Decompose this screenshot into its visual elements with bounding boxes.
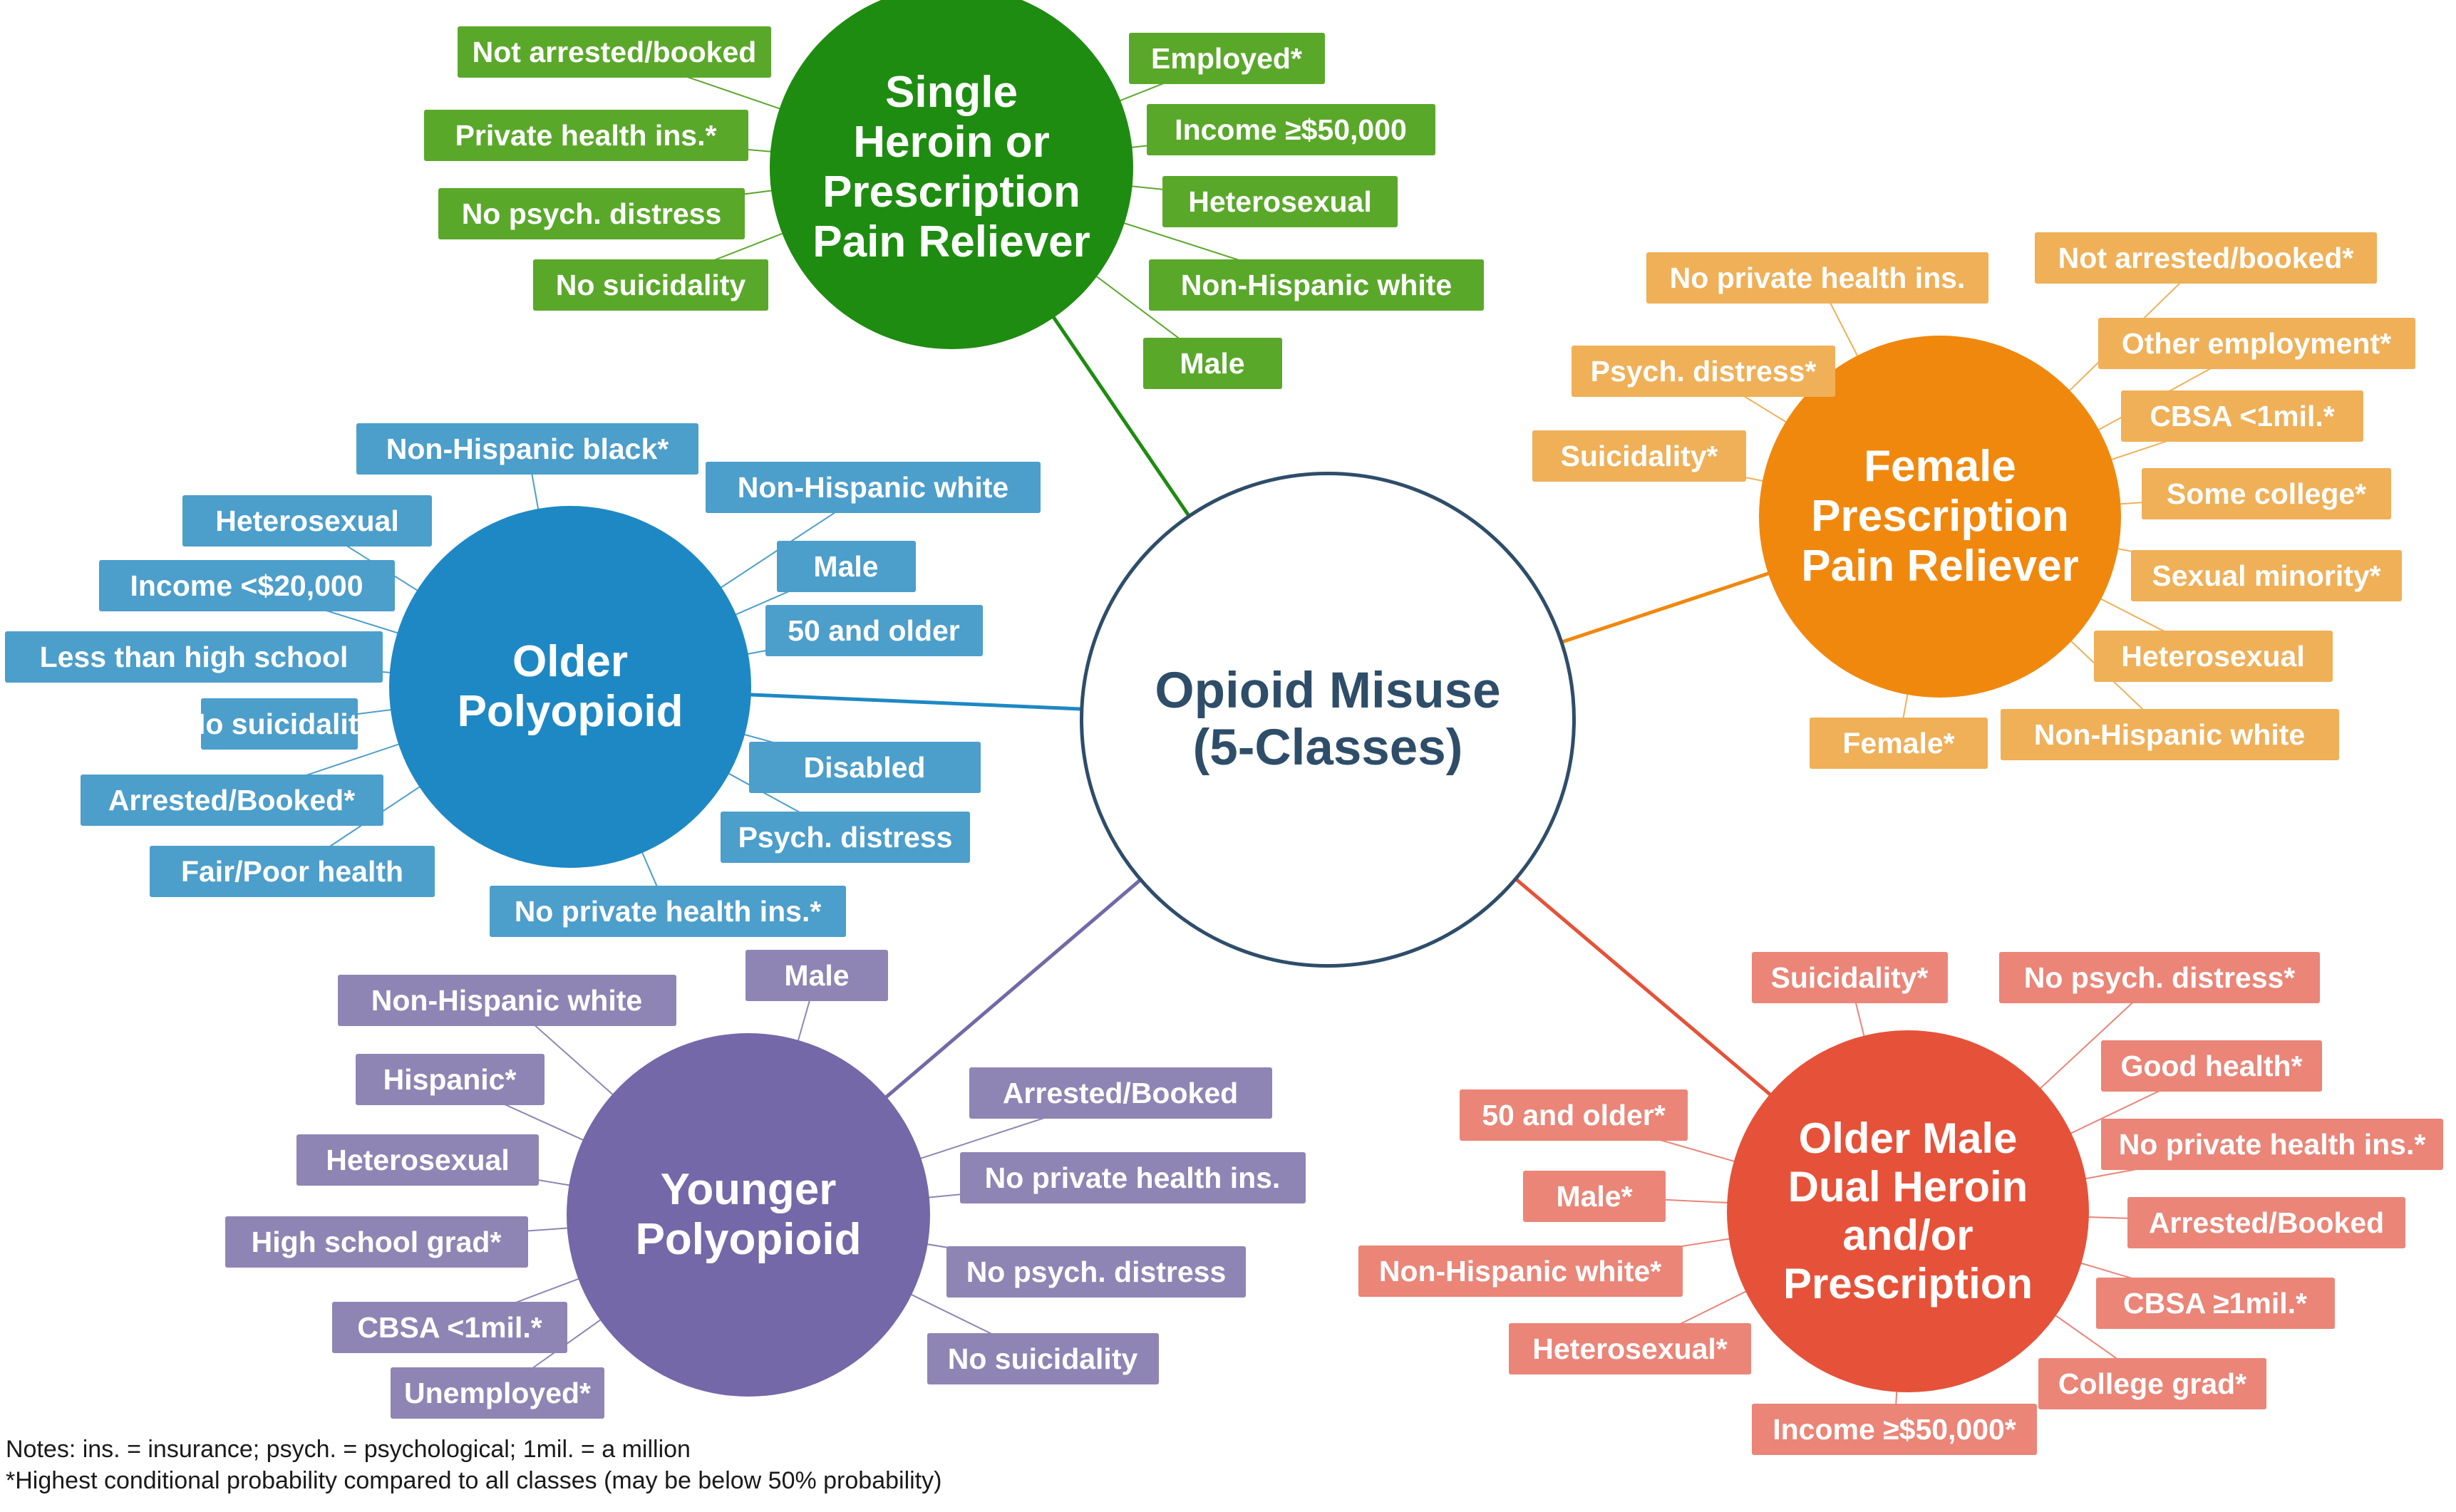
attribute-tag-younger-poly: High school grad* xyxy=(225,1216,528,1268)
attribute-tag-single: Private health ins.* xyxy=(423,110,748,161)
attribute-tag-younger-poly: Male xyxy=(745,950,888,1001)
attribute-tag-older-poly: Non-Hispanic black* xyxy=(356,423,698,475)
attribute-tag-female: Psych. distress* xyxy=(1572,346,1835,397)
attribute-tag-younger-poly: No private health ins. xyxy=(959,1152,1306,1203)
attribute-tag-older-male: Non-Hispanic white* xyxy=(1358,1246,1683,1297)
attribute-tag-younger-poly: Heterosexual xyxy=(296,1134,539,1186)
attribute-tag-younger-poly: No psych. distress xyxy=(946,1246,1246,1298)
attribute-tag-younger-poly: No suicidality xyxy=(927,1333,1159,1384)
attribute-tag-older-male: College grad* xyxy=(2038,1358,2266,1409)
attribute-tag-female: Non-Hispanic white xyxy=(2000,709,2339,760)
attribute-tag-older-poly: 50 and older xyxy=(765,605,983,656)
attribute-tag-older-poly: No suicidality xyxy=(185,698,374,750)
class-node-older-male: Older Male Dual Heroin and/or Prescripti… xyxy=(1727,1030,2089,1392)
attribute-tag-female: Some college* xyxy=(2142,468,2391,519)
attribute-tag-older-male: CBSA ≥1mil.* xyxy=(2095,1278,2335,1329)
attribute-tag-older-male: Income ≥$50,000* xyxy=(1752,1404,2037,1455)
class-node-younger-poly: Younger Polyopioid xyxy=(567,1033,930,1397)
attribute-tag-single: No suicidality xyxy=(533,259,768,311)
attribute-tag-younger-poly: CBSA <1mil.* xyxy=(332,1302,567,1353)
attribute-tag-older-poly: Psych. distress xyxy=(721,812,970,863)
attribute-tag-older-male: Male* xyxy=(1523,1171,1666,1222)
attribute-tag-older-male: Heterosexual* xyxy=(1509,1323,1751,1374)
attribute-tag-single: Income ≥$50,000 xyxy=(1146,104,1435,155)
attribute-tag-female: Female* xyxy=(1810,718,1988,769)
attribute-tag-single: Employed* xyxy=(1128,33,1325,84)
notes: Notes: ins. = insurance; psych. = psycho… xyxy=(6,1434,941,1496)
attribute-tag-older-poly: Fair/Poor health xyxy=(150,846,435,897)
attribute-tag-female: CBSA <1mil.* xyxy=(2121,390,2363,442)
attribute-tag-older-male: Suicidality* xyxy=(1751,952,1948,1003)
attribute-tag-younger-poly: Unemployed* xyxy=(391,1367,604,1419)
attribute-tag-single: Heterosexual xyxy=(1162,176,1398,227)
attribute-tag-female: Not arrested/booked* xyxy=(2035,232,2377,284)
attribute-tag-single: No psych. distress xyxy=(438,188,745,239)
attribute-tag-older-male: Good health* xyxy=(2101,1040,2322,1092)
attribute-tag-female: No private health ins. xyxy=(1646,252,1988,304)
attribute-tag-older-poly: Male xyxy=(776,541,916,592)
attribute-tag-older-poly: Less than high school xyxy=(5,631,383,683)
attribute-tag-older-male: Arrested/Booked xyxy=(2127,1197,2405,1248)
attribute-tag-older-poly: No private health ins.* xyxy=(490,886,846,937)
attribute-tag-older-poly: Arrested/Booked* xyxy=(80,775,383,826)
notes-abbreviations: Notes: ins. = insurance; psych. = psycho… xyxy=(6,1436,691,1463)
attribute-tag-female: Sexual minority* xyxy=(2131,550,2402,601)
class-node-single: Single Heroin or Prescription Pain Relie… xyxy=(770,0,1133,349)
attribute-tag-female: Suicidality* xyxy=(1532,430,1746,482)
notes-asterisk: *Highest conditional probability compare… xyxy=(6,1467,942,1494)
attribute-tag-older-male: 50 and older* xyxy=(1460,1089,1688,1141)
attribute-tag-single: Not arrested/booked xyxy=(458,26,771,78)
attribute-tag-younger-poly: Arrested/Booked xyxy=(969,1067,1272,1119)
attribute-tag-older-poly: Disabled xyxy=(748,742,981,793)
attribute-tag-single: Non-Hispanic white xyxy=(1149,259,1484,311)
attribute-tag-single: Male xyxy=(1142,338,1282,389)
attribute-tag-older-poly: Non-Hispanic white xyxy=(706,462,1041,513)
attribute-tag-older-poly: Heterosexual xyxy=(182,495,432,547)
attribute-tag-younger-poly: Hispanic* xyxy=(355,1054,545,1105)
attribute-tag-younger-poly: Non-Hispanic white xyxy=(337,975,676,1026)
attribute-tag-older-male: No private health ins.* xyxy=(2101,1119,2443,1170)
attribute-tag-older-poly: Income <$20,000 xyxy=(98,560,395,611)
attribute-tag-older-male: No psych. distress* xyxy=(1999,952,2320,1003)
center-node: Opioid Misuse (5-Classes) xyxy=(1080,472,1576,968)
attribute-tag-female: Other employment* xyxy=(2098,318,2415,369)
attribute-tag-female: Heterosexual xyxy=(2093,631,2333,682)
class-node-older-poly: Older Polyopioid xyxy=(389,506,751,868)
